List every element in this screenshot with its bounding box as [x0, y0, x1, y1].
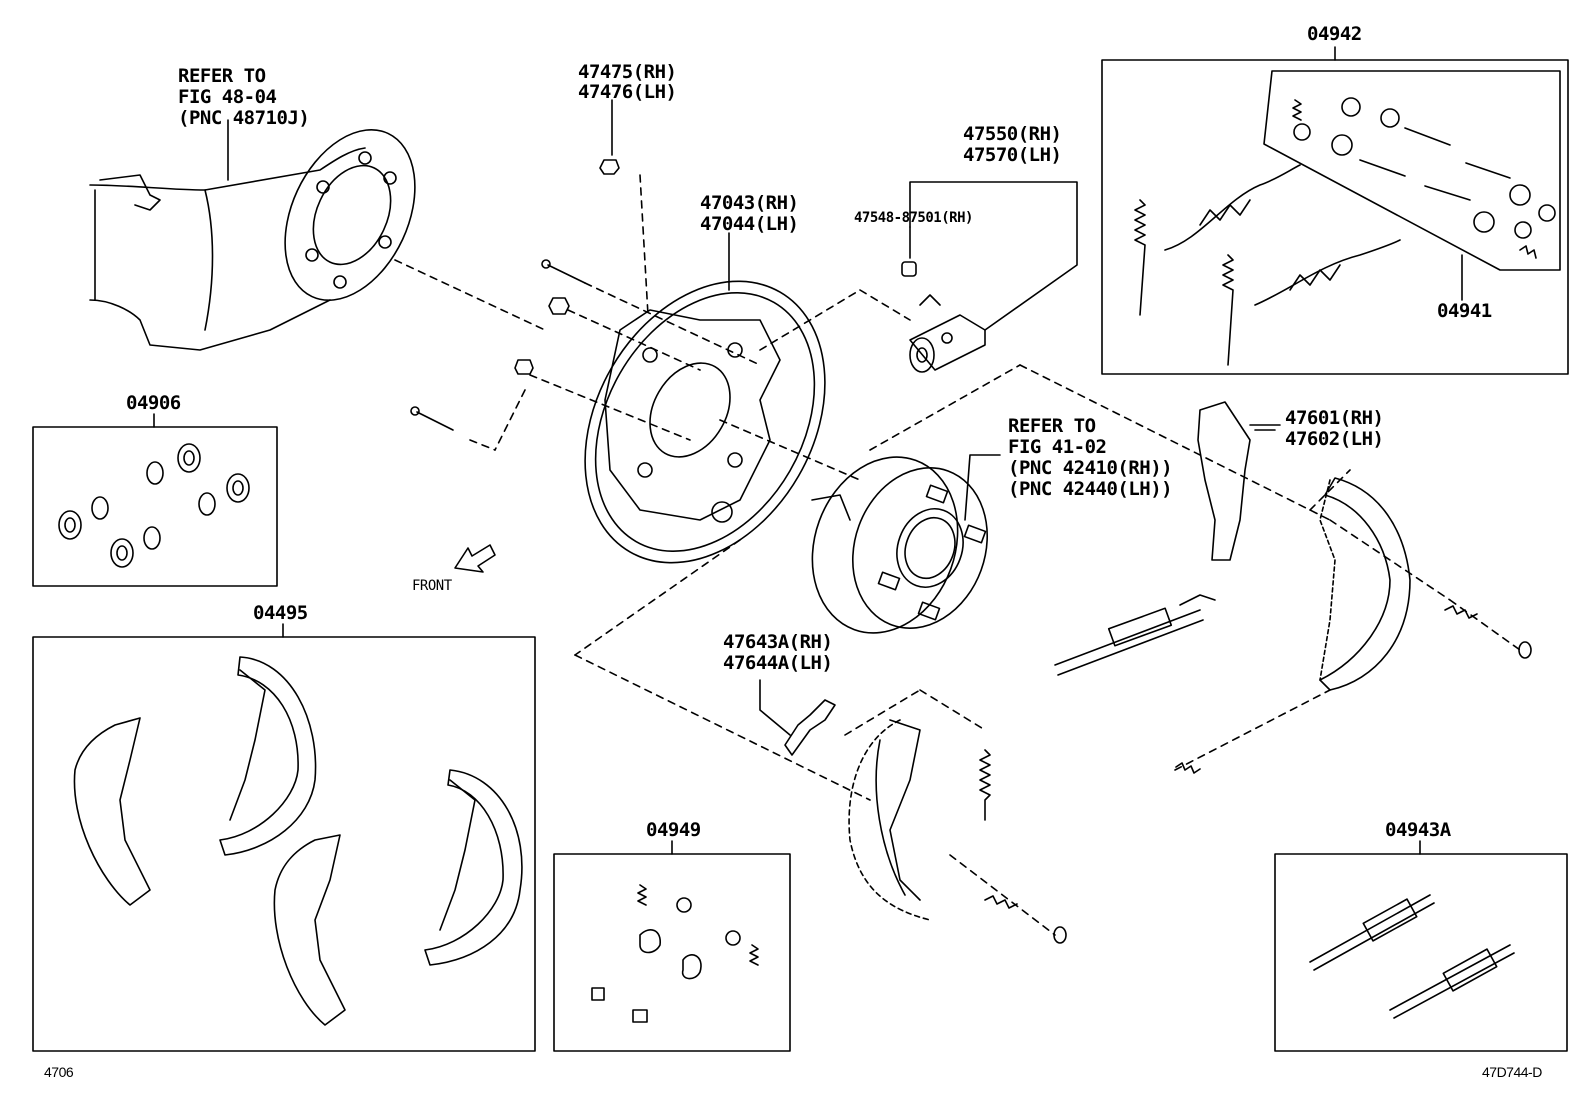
clip-upper: [548, 297, 570, 315]
refer-fig-41-line4: (PNC 42440(LH)): [1008, 478, 1173, 500]
parts-04495: [73, 656, 523, 1026]
part-47550-label: 47550(RH): [963, 123, 1062, 145]
kit-box-04942: [1101, 59, 1569, 375]
part-47643A-label: 47643A(RH): [723, 631, 833, 653]
part-47475-label: 47475(RH): [578, 61, 677, 83]
wheel-cylinder: [901, 261, 986, 373]
part-04495-label: 04495: [253, 602, 308, 624]
part-47548-label: 47548-87501(RH): [854, 210, 973, 226]
return-spring: [979, 749, 991, 821]
part-04943A-label: 04943A: [1385, 819, 1451, 841]
part-47602-label: 47602(LH): [1285, 428, 1384, 450]
parts-04941: [1292, 97, 1556, 259]
leader-lines: [611, 99, 1276, 736]
kit-box-04949: [553, 853, 791, 1052]
kit-box-04941: [1263, 70, 1561, 271]
hold-down-spring: [984, 895, 1018, 909]
refer-fig-48-line1: REFER TO: [178, 65, 266, 87]
kit-box-04943A: [1274, 853, 1568, 1052]
parts-04943A: [1309, 894, 1515, 1019]
front-label: FRONT: [412, 578, 452, 594]
part-47044-label: 47044(LH): [700, 213, 799, 235]
part-47570-label: 47570(LH): [963, 144, 1062, 166]
backing-plate: [584, 280, 826, 564]
adjuster-assembly: [1054, 594, 1216, 676]
parts-04949: [591, 884, 759, 1023]
parts-04906: [58, 443, 250, 568]
part-47644A-label: 47644A(LH): [723, 652, 833, 674]
part-47476-label: 47476(LH): [578, 81, 677, 103]
axle-housing: [89, 119, 416, 351]
refer-fig-41-line3: (PNC 42410(RH)): [1008, 457, 1173, 479]
part-47043-label: 47043(RH): [700, 192, 799, 214]
axle-hub: [811, 456, 989, 634]
front-arrow: [454, 544, 496, 573]
clip-lower: [514, 359, 534, 375]
nut-47475: [599, 159, 620, 175]
refer-fig-41-line1: REFER TO: [1008, 415, 1096, 437]
refer-fig-48-line3: (PNC 48710J): [178, 107, 310, 129]
part-04906-label: 04906: [126, 392, 181, 414]
refer-fig-48-line2: FIG 48-04: [178, 86, 277, 108]
parking-brake-lever: [1197, 401, 1251, 561]
assembly-lines: [394, 174, 1521, 936]
refer-fig-41-line2: FIG 41-02: [1008, 436, 1107, 458]
kit-box-04495: [32, 636, 536, 1052]
brake-shoe-dashed: [848, 719, 931, 921]
part-04949-label: 04949: [646, 819, 701, 841]
bolt-upper: [547, 264, 586, 284]
spring-pin: [1175, 762, 1201, 774]
part-47601-label: 47601(RH): [1285, 407, 1384, 429]
part-04941-label: 04941: [1437, 300, 1492, 322]
part-04942-label: 04942: [1307, 23, 1362, 45]
adjusting-lever: [784, 699, 836, 756]
bolt-lower: [416, 411, 454, 431]
spring-04942: [1164, 164, 1301, 251]
washer-right: [1444, 605, 1478, 619]
diagram-code: 47D744-D: [1482, 1064, 1542, 1080]
kit-box-04906: [32, 426, 278, 587]
figure-number: 4706: [44, 1064, 74, 1080]
